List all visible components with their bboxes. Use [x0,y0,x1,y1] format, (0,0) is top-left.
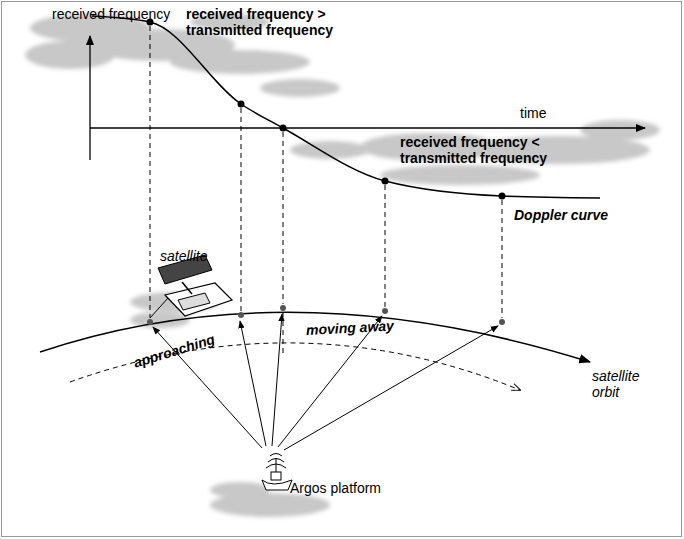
cloud-shading [25,14,660,517]
frequency-axis [89,36,90,160]
satellite-orbit [40,312,590,362]
annotation: received frequency > transmitted frequen… [186,6,361,38]
satellite-symbol [150,255,232,318]
axis-label: time [520,105,546,121]
projection-lines [150,26,502,356]
time-axis [90,127,645,128]
doppler-curve [92,16,600,198]
direction-label: moving away [306,317,395,338]
curve-label: Doppler curve [514,207,608,223]
argos-platform-symbol [262,454,292,491]
axis-label: received frequency [52,6,170,22]
part-label: satellite [160,248,207,264]
annotation: received frequency < transmitted frequen… [400,134,575,166]
part-label: satellite orbit [592,368,662,400]
part-label: Argos platform [290,480,381,496]
direction-label: approaching [132,331,217,371]
curve-dots [147,19,506,200]
